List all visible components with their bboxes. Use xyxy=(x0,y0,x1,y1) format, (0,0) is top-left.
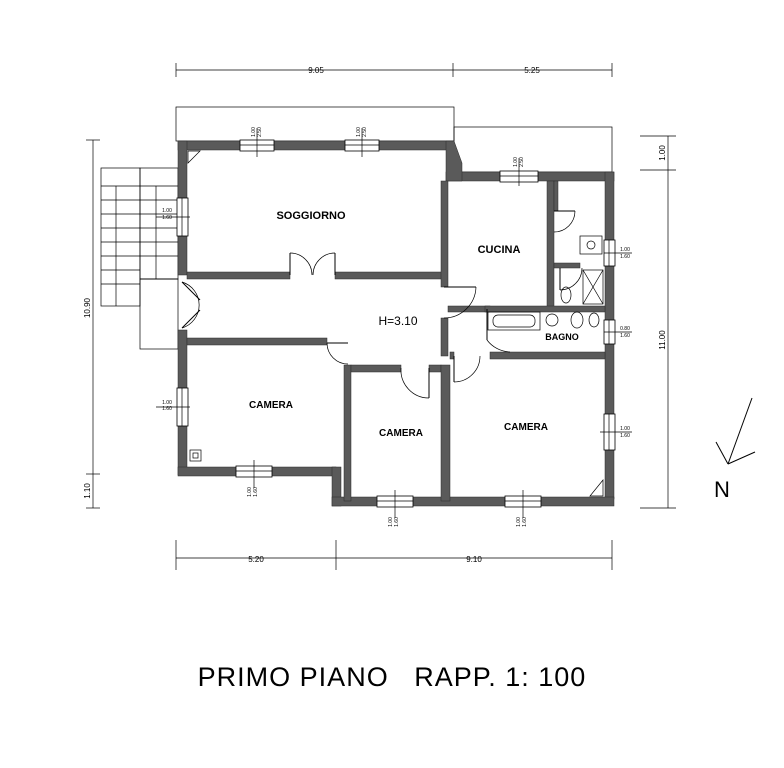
north-label: N xyxy=(714,477,730,502)
stair-treads xyxy=(101,185,178,306)
room-label-camera-mid: CAMERA xyxy=(379,428,423,439)
dim-top-left: 9.05 xyxy=(308,66,324,75)
window-tag-w: 1.00 xyxy=(356,127,362,137)
interior-walls xyxy=(186,180,606,502)
window-camera-right-south xyxy=(504,490,542,518)
sink-icon xyxy=(545,313,559,327)
window-living-left xyxy=(239,128,275,157)
window-camera-west xyxy=(156,387,190,427)
dim-left-lower: 1.10 xyxy=(83,483,92,499)
fixtures xyxy=(187,150,604,497)
room-label-bagno: BAGNO xyxy=(545,332,579,342)
dim-bottom-right: 9.10 xyxy=(466,555,482,564)
window-bath2-east xyxy=(603,319,632,345)
window-tag-w: 0.80 xyxy=(620,326,630,332)
balconies xyxy=(175,106,613,173)
window-camera-right-east xyxy=(600,413,632,451)
door-kitchen-store xyxy=(553,210,576,233)
dim-top-right: 5.25 xyxy=(524,66,540,75)
window-tag-w: 1.00 xyxy=(388,517,394,527)
window-tag-w: 1.00 xyxy=(162,208,172,214)
window-tag-w: 1.00 xyxy=(620,247,630,253)
dim-left-main: 10.90 xyxy=(83,297,92,318)
north-arrow-icon xyxy=(715,397,756,465)
window-bath-east xyxy=(603,239,632,267)
window-tag-w: 1.00 xyxy=(513,157,519,167)
door-camera-left xyxy=(326,342,349,365)
window-tag-h: 1.60 xyxy=(162,215,172,221)
window-camera-mid-south xyxy=(376,490,414,518)
kitchen-sink-icon xyxy=(579,235,603,255)
window-kitchen xyxy=(499,158,539,186)
dim-right-main: 11.00 xyxy=(658,330,667,350)
windows xyxy=(156,128,632,518)
window-tag-w: 1.00 xyxy=(251,127,257,137)
window-size-tags: 1.00 2.50 1.00 2.50 1.00 2.50 1.00 1.60 … xyxy=(162,127,630,527)
room-label-camera-right: CAMERA xyxy=(504,422,548,433)
window-tag-h: 1.60 xyxy=(620,254,630,260)
door-entrance xyxy=(181,281,201,329)
window-tag-w: 1.00 xyxy=(162,400,172,406)
bidet-icon xyxy=(588,312,600,328)
room-label-cucina: CUCINA xyxy=(478,244,521,256)
window-living-west xyxy=(156,197,190,237)
chimney-icon xyxy=(189,449,202,462)
external-staircase xyxy=(100,167,179,350)
door-kitchen xyxy=(443,286,477,319)
dimension-lines xyxy=(86,63,676,570)
wc-icon xyxy=(560,286,572,304)
window-camera-left-south xyxy=(235,460,273,488)
window-tag-h: 2.50 xyxy=(519,157,525,167)
shower-icon xyxy=(582,269,604,305)
door-camera-mid xyxy=(400,367,430,399)
window-tag-h: 1.60 xyxy=(522,517,528,527)
door-bath-shower xyxy=(559,267,583,291)
window-tag-h: 1.60 xyxy=(253,487,259,497)
dim-right-upper: 1.00 xyxy=(658,145,667,161)
corner-fireplace-icon xyxy=(187,150,201,164)
window-living-right xyxy=(344,128,380,157)
room-label-camera-left: CAMERA xyxy=(249,400,293,411)
window-tag-w: 1.00 xyxy=(247,487,253,497)
doors xyxy=(181,210,583,399)
window-tag-h: 1.60 xyxy=(162,406,172,412)
ceiling-height-label: H=3.10 xyxy=(378,314,417,328)
window-tag-h: 2.50 xyxy=(257,127,263,137)
window-tag-h: 1.60 xyxy=(620,433,630,439)
window-tag-w: 1.00 xyxy=(620,426,630,432)
window-tag-h: 1.60 xyxy=(620,333,630,339)
dim-bottom-left: 5.20 xyxy=(248,555,264,564)
room-label-soggiorno: SOGGIORNO xyxy=(276,210,346,222)
bathtub-icon xyxy=(487,311,541,331)
corner-stove-icon xyxy=(589,479,604,497)
door-bath xyxy=(486,309,511,353)
door-camera-right xyxy=(453,355,481,383)
plan-title: PRIMO PIANO RAPP. 1: 100 xyxy=(197,662,587,692)
window-tag-h: 2.50 xyxy=(362,127,368,137)
window-tag-w: 1.00 xyxy=(516,517,522,527)
door-living-double xyxy=(289,252,336,276)
toilet-icon xyxy=(570,311,584,329)
window-tag-h: 1.60 xyxy=(394,517,400,527)
